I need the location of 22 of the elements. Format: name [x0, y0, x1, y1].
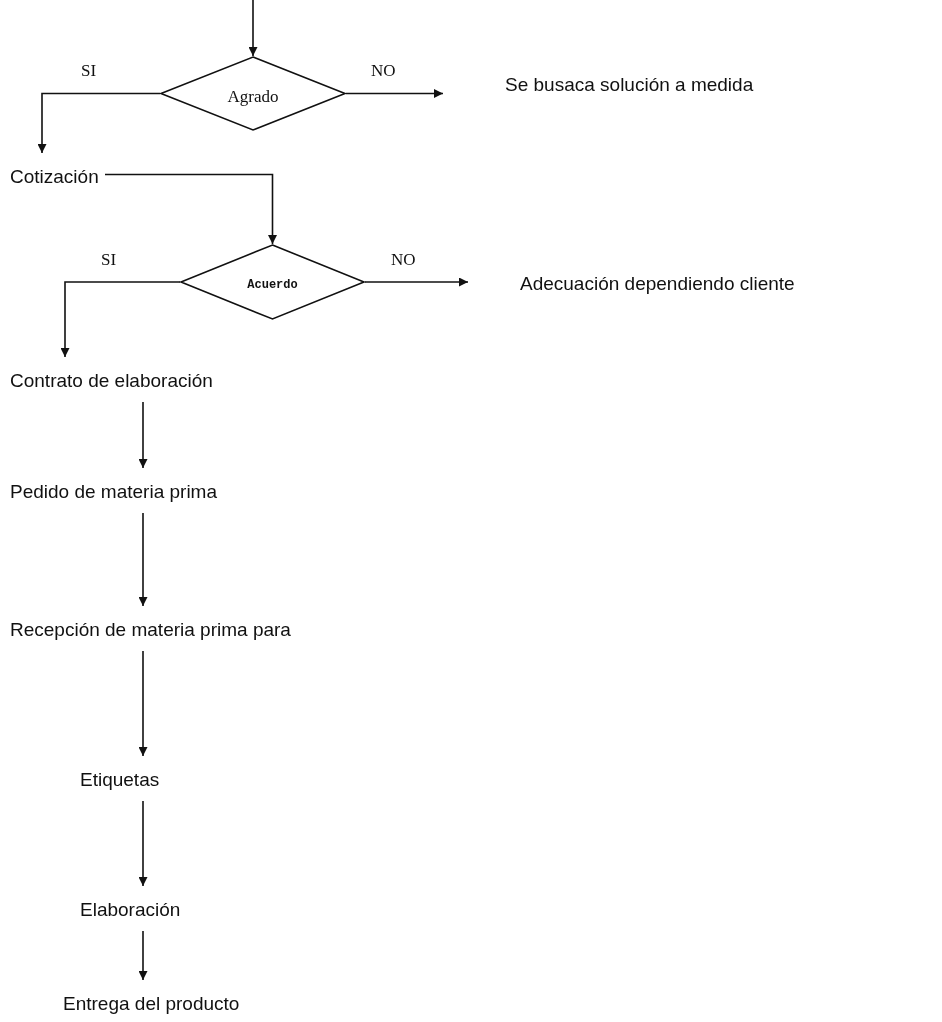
step-label: Cotización	[10, 165, 99, 188]
arrow	[138, 930, 148, 981]
arrow	[138, 401, 148, 469]
step-label: Elaboración	[80, 898, 181, 921]
step-label: Adecuación dependiendo cliente	[520, 272, 795, 295]
arrow	[364, 277, 469, 287]
arrow	[138, 800, 148, 887]
step-label: Pedido de materia prima	[10, 480, 217, 503]
arrow	[138, 512, 148, 607]
decision-label: Acuerdo	[247, 278, 298, 292]
arrow	[248, 0, 258, 57]
step-label: Recepción de materia prima para	[10, 618, 291, 641]
step-label: Se busaca solución a medida	[505, 73, 754, 96]
arrow	[37, 92, 161, 154]
arrow	[345, 89, 444, 98]
step-label: Contrato de elaboración	[10, 369, 213, 392]
arrow	[60, 281, 181, 358]
step-label: Etiquetas	[80, 768, 160, 791]
decision-label: Agrado	[227, 86, 279, 107]
arrow	[104, 173, 277, 245]
step-label: Entrega del producto	[63, 992, 240, 1015]
arrow	[138, 650, 148, 757]
